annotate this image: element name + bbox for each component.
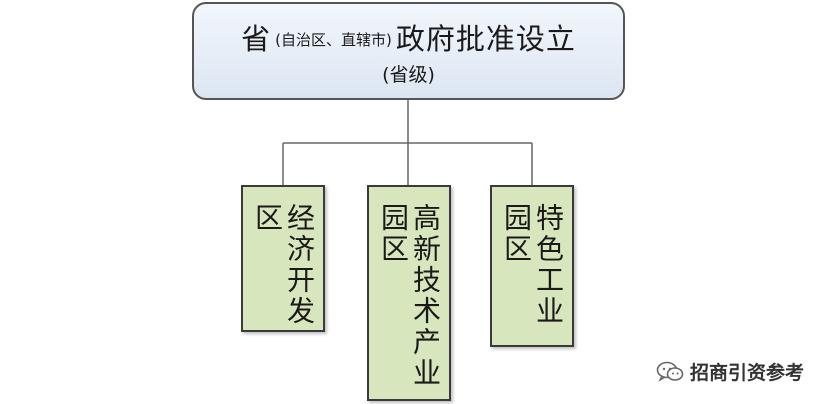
root-prefix: 省 [241, 22, 272, 56]
root-parenthetical: (自治区、直辖市) [275, 31, 392, 49]
child-node-specialty-industrial-park: 特色工业园区 [490, 185, 574, 347]
child-node-economic-development-zone: 经济开发区 [241, 185, 325, 332]
child-label: 高新技术产业园区 [377, 203, 442, 389]
child-label: 特色工业园区 [500, 203, 565, 327]
root-suffix: 政府批准设立 [395, 22, 576, 56]
root-level: (省级) [382, 64, 435, 86]
root-title: 省(自治区、直辖市)政府批准设立 [194, 16, 623, 58]
child-node-high-tech-industrial-park: 高新技术产业园区 [367, 185, 451, 401]
child-label: 经济开发区 [251, 203, 316, 327]
watermark-text: 招商引资参考 [690, 362, 805, 384]
wechat-icon [656, 361, 684, 382]
watermark: 招商引资参考 [656, 358, 804, 385]
root-node: 省(自治区、直辖市)政府批准设立 (省级) [192, 2, 625, 100]
